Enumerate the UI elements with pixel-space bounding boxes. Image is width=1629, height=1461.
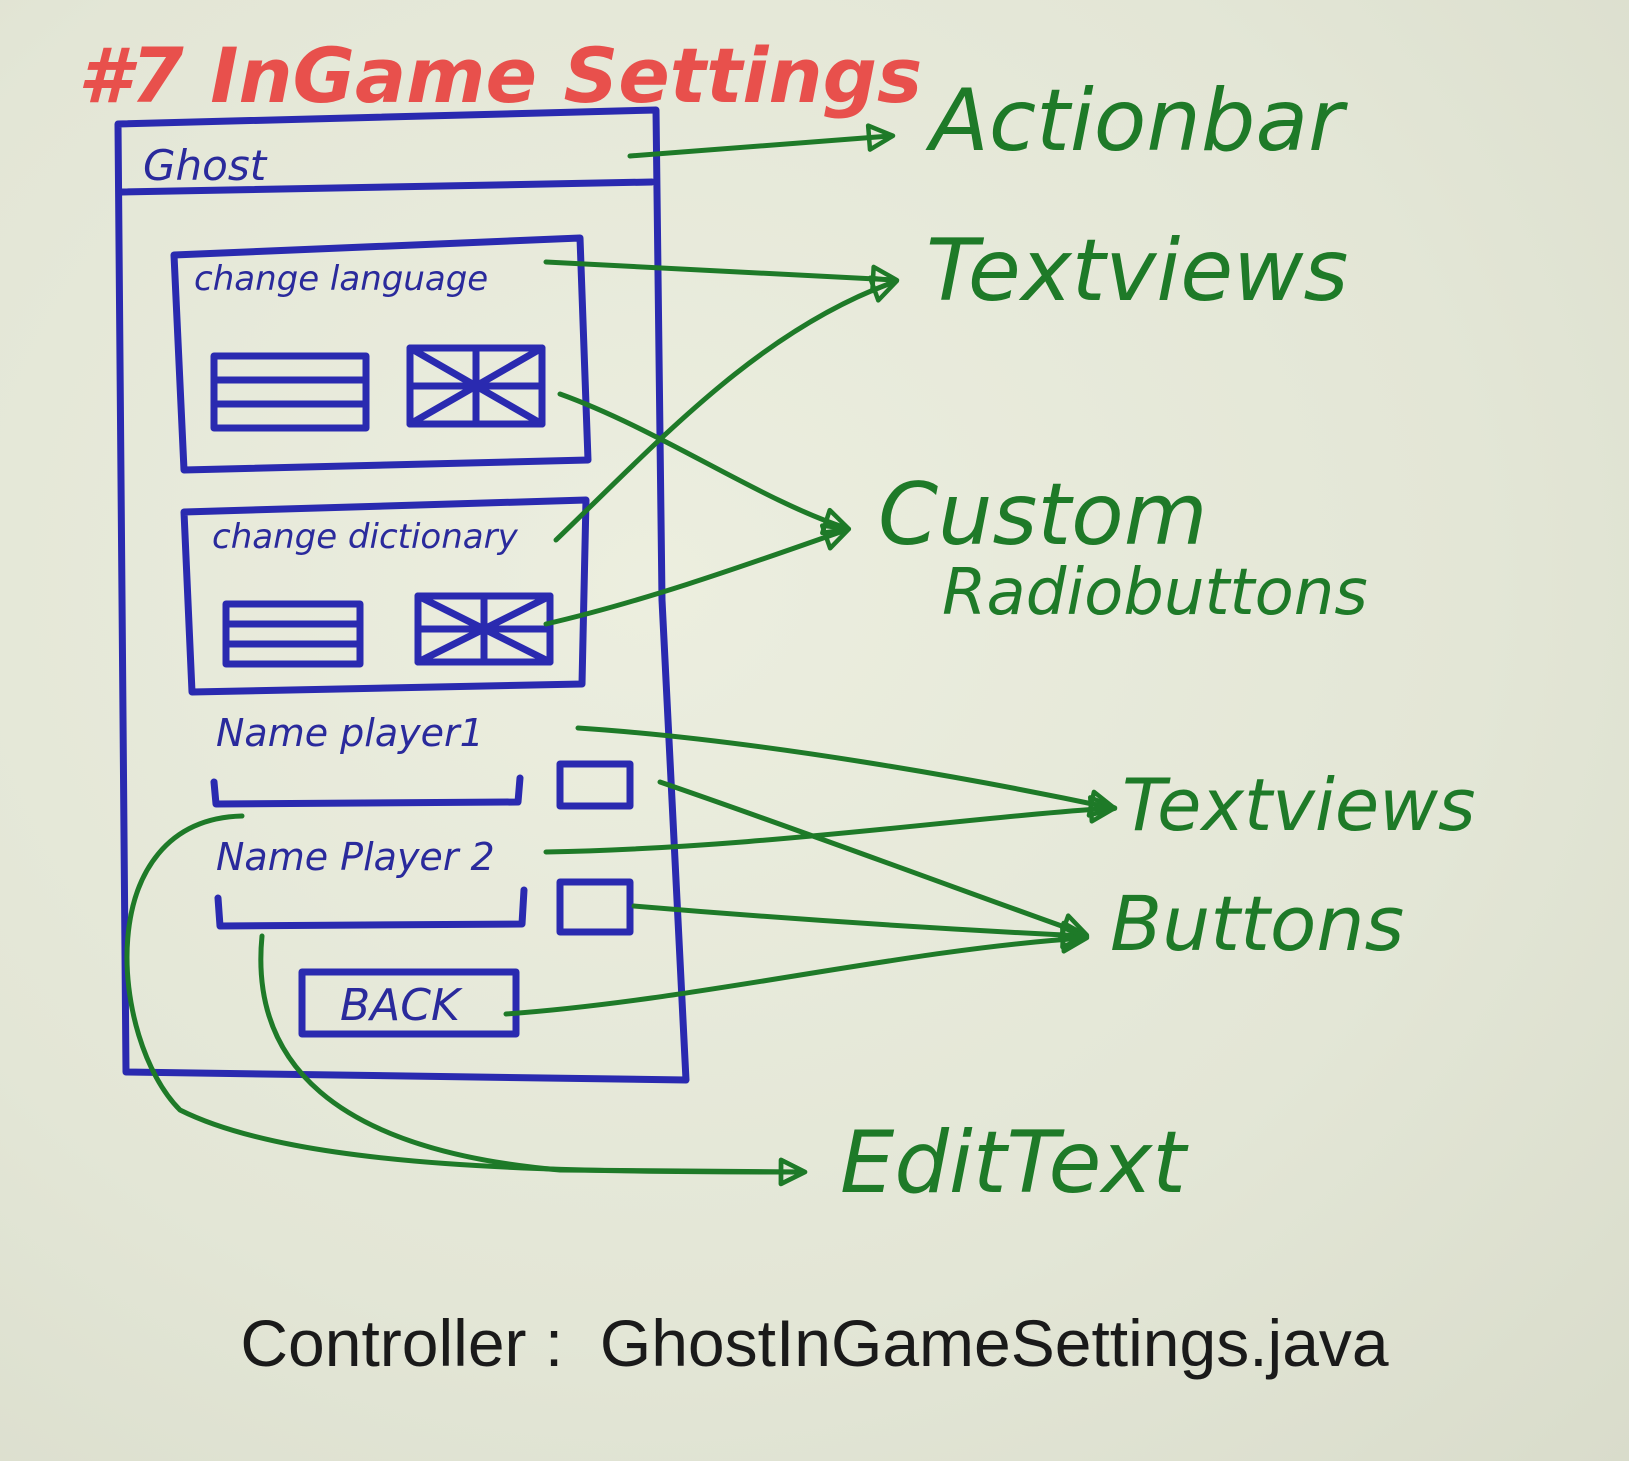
label-radiobuttons: Radiobuttons <box>942 556 1368 630</box>
phone-frame <box>114 106 690 1084</box>
arrow-player2-button <box>631 903 1090 950</box>
player1-edittext[interactable] <box>210 774 524 808</box>
annotation-arrows <box>124 123 1118 1187</box>
actionbar-title: Ghost <box>143 141 268 190</box>
arrow-player1-button <box>657 779 1090 941</box>
arrow-player2-textview <box>543 795 1118 855</box>
arrow-dictionary-radio <box>543 523 852 627</box>
arrow-dictionary-textview <box>553 275 900 543</box>
dictionary-group-frame <box>180 496 590 696</box>
language-option-flag-striped[interactable] <box>210 352 370 432</box>
dictionary-option-flag-striped[interactable] <box>222 600 364 668</box>
arrow-language-textview <box>543 259 900 294</box>
arrow-actionbar <box>627 123 896 159</box>
label-buttons: Buttons <box>1110 879 1404 968</box>
label-textviews-top: Textviews <box>926 221 1348 321</box>
player1-button[interactable] <box>556 760 634 810</box>
language-label: change language <box>194 259 488 299</box>
back-button-label: BACK <box>340 980 463 1031</box>
dictionary-label: change dictionary <box>212 517 519 557</box>
caption-prefix: Controller : <box>240 1306 582 1380</box>
player2-label: Name Player 2 <box>216 835 495 879</box>
back-button[interactable]: BACK <box>298 968 520 1038</box>
arrow-language-radio <box>557 391 852 536</box>
language-group-frame <box>170 234 592 474</box>
actionbar-divider <box>118 178 656 196</box>
label-edittext: EditText <box>840 1113 1189 1213</box>
label-textviews-bottom: Textviews <box>1122 763 1476 847</box>
controller-caption: Controller : GhostInGameSettings.java <box>0 1305 1629 1381</box>
player2-button[interactable] <box>556 878 634 936</box>
player2-edittext[interactable] <box>214 886 528 930</box>
language-option-flag-union[interactable] <box>406 344 546 428</box>
label-actionbar: Actionbar <box>925 71 1348 171</box>
label-custom: Custom <box>878 465 1207 565</box>
annotation-labels: Actionbar Textviews Custom Radiobuttons … <box>840 71 1476 1213</box>
sketch-title: #7 InGame Settings <box>78 31 922 120</box>
arrow-back-button <box>503 925 1090 1017</box>
phone-mockup: Ghost change language change dictionary … <box>114 106 690 1084</box>
dictionary-option-flag-union[interactable] <box>414 592 554 666</box>
arrow-player1-textview <box>575 725 1118 818</box>
arrow-player2-edittext <box>258 933 808 1187</box>
player1-label: Name player1 <box>216 711 484 755</box>
caption-file: GhostInGameSettings.java <box>599 1306 1389 1380</box>
